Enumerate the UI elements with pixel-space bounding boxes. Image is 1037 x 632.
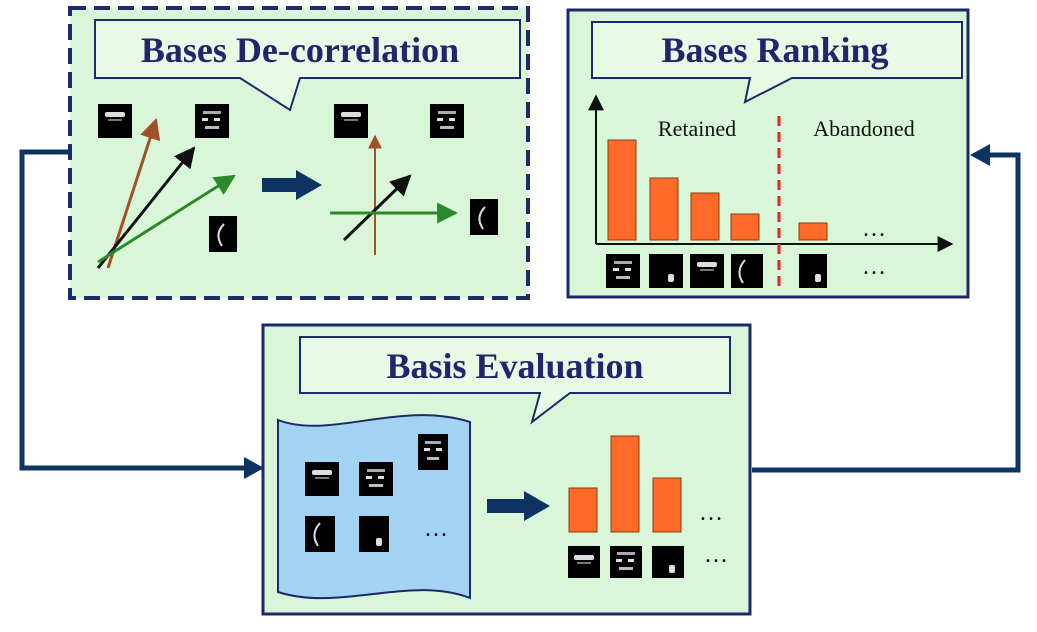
- ranking-title: Bases Ranking: [661, 30, 888, 70]
- candidate-thumbnails: [305, 434, 448, 552]
- ranking-bars: [607, 139, 828, 241]
- evaluation-bars: [568, 435, 682, 533]
- ranking-thumbnails: [606, 254, 827, 288]
- basis-thumbnails-after: [334, 104, 498, 235]
- decorrelation-title: Bases De-correlation: [141, 30, 459, 70]
- panel-decorrelation: Bases De-correlation: [68, 6, 530, 300]
- basis-thumbnail: [568, 546, 600, 578]
- ranking-bars-ellipsis: …: [862, 216, 886, 242]
- basis-thumbnail: [305, 516, 335, 552]
- decorrelated-vectors: [330, 134, 459, 255]
- bar: [652, 477, 682, 533]
- correlated-vectors: [96, 118, 236, 269]
- panel-ranking: Bases Ranking Retained Abandoned … …: [566, 8, 970, 299]
- connector-evaluation-to-ranking: [752, 144, 1021, 473]
- vector-green: [97, 174, 236, 264]
- basis-thumbnail: [606, 254, 640, 288]
- abandoned-label: Abandoned: [813, 116, 914, 141]
- evaluation-thumbnails-ellipsis: …: [704, 542, 728, 568]
- candidate-thumbnails-ellipsis: …: [424, 516, 448, 542]
- basis-thumbnail: [610, 546, 642, 578]
- decorrelation-title-callout: Bases De-correlation: [94, 19, 521, 112]
- basis-thumbnail: [430, 104, 464, 138]
- basis-thumbnail: [305, 462, 339, 496]
- basis-thumbnail: [690, 254, 724, 288]
- connector-decorrelation-to-evaluation: [19, 149, 264, 479]
- decorrelation-transform-arrow: [262, 170, 322, 200]
- basis-thumbnail: [418, 434, 448, 470]
- evaluation-thumbnails: [568, 546, 684, 578]
- basis-thumbnail: [359, 462, 393, 496]
- retained-label: Retained: [658, 116, 736, 141]
- bar: [730, 213, 760, 241]
- evaluation-bars-ellipsis: …: [699, 500, 723, 526]
- ranking-title-callout: Bases Ranking: [591, 21, 963, 104]
- vector-black: [96, 146, 196, 269]
- evaluation-title: Basis Evaluation: [386, 346, 643, 386]
- basis-thumbnail: [195, 104, 229, 138]
- basis-thumbnail: [652, 546, 684, 578]
- basis-thumbnail: [98, 104, 132, 138]
- basis-thumbnail: [359, 516, 389, 552]
- bar: [649, 177, 679, 241]
- bar: [690, 192, 720, 241]
- basis-thumbnails-before: [98, 104, 237, 252]
- bar: [798, 222, 828, 241]
- basis-thumbnail: [799, 254, 827, 288]
- bar: [607, 139, 637, 241]
- basis-thumbnail: [334, 104, 368, 138]
- bar: [610, 435, 640, 533]
- basis-thumbnail: [209, 216, 237, 252]
- evaluation-transform-arrow: [487, 491, 550, 521]
- ranking-thumbnails-ellipsis: …: [862, 254, 886, 280]
- basis-thumbnail: [649, 254, 683, 288]
- basis-thumbnail: [731, 254, 763, 288]
- vector-black: [342, 174, 412, 242]
- evaluation-title-callout: Basis Evaluation: [299, 336, 731, 425]
- basis-thumbnail: [470, 199, 498, 235]
- panel-evaluation: Basis Evaluation … … …: [261, 323, 752, 616]
- bar: [568, 487, 598, 533]
